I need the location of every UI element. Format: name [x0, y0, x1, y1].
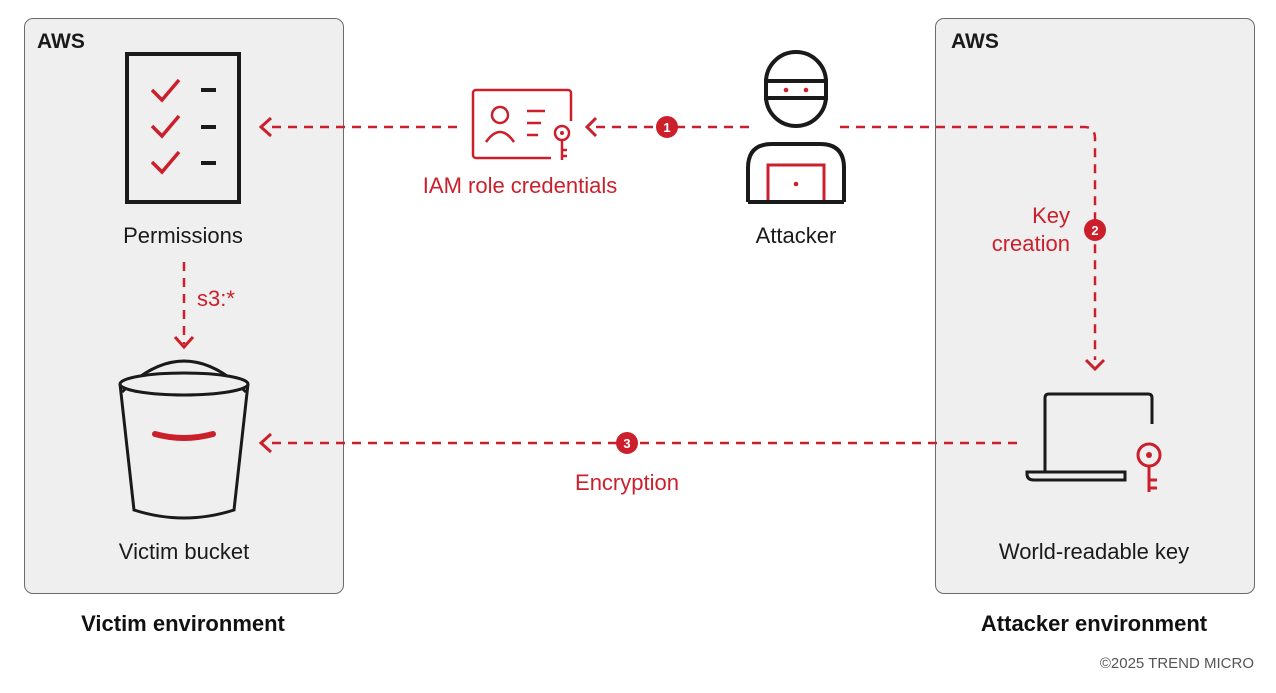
credentials-to-permissions-arrow: [258, 116, 458, 138]
id-card-key-icon: [471, 88, 573, 161]
bucket-icon: [118, 359, 250, 520]
step-badge-2: 2: [1084, 219, 1106, 241]
policy-label: s3:*: [197, 286, 235, 311]
credentials-label: IAM role credentials: [422, 173, 618, 198]
victim-aws-label: AWS: [37, 30, 85, 53]
key-label: World-readable key: [998, 539, 1190, 564]
step-badge-3: 3: [616, 432, 638, 454]
victim-env-title: Victim environment: [81, 611, 285, 636]
encryption-label: Encryption: [575, 470, 679, 495]
attacker-aws-label: AWS: [951, 30, 999, 53]
victim-aws-box: [24, 18, 344, 594]
policy-arrow: [173, 262, 195, 350]
permissions-label: Permissions: [123, 223, 243, 248]
attacker-icon: [746, 50, 846, 204]
laptop-key-icon: [1025, 392, 1162, 492]
encryption-arrow: [258, 432, 1020, 454]
step-number: 3: [623, 436, 630, 451]
bucket-label: Victim bucket: [118, 539, 250, 564]
attacker-aws-box: [935, 18, 1255, 594]
key-creation-label: Key creation: [991, 203, 1070, 256]
attacker-env-title: Attacker environment: [980, 611, 1208, 636]
copyright-text: ©2025 TREND MICRO: [1099, 655, 1254, 672]
step-number: 1: [663, 120, 670, 135]
step-number: 2: [1091, 223, 1098, 238]
attacker-label: Attacker: [755, 223, 837, 248]
checklist-icon: [125, 52, 241, 204]
step-badge-1: 1: [656, 116, 678, 138]
